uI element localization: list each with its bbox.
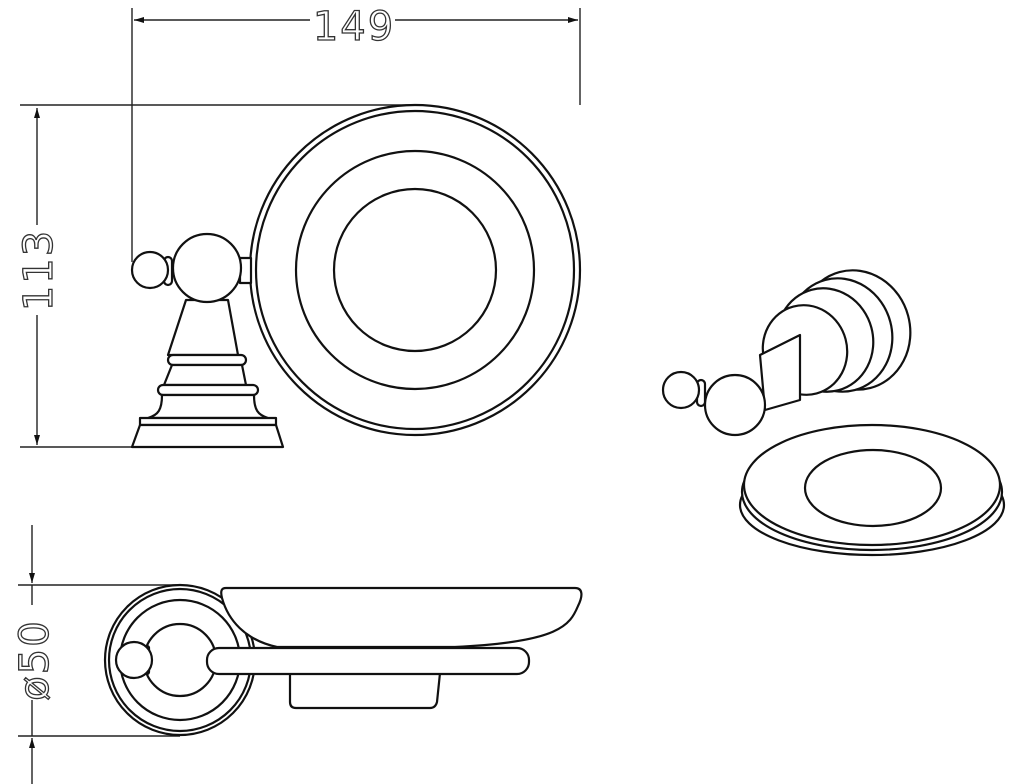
diameter-dimension-label: ø50 [12,619,58,700]
width-dimension-label: 149 [313,4,395,50]
diameter-dimension: ø50 [11,525,180,784]
isometric-view [661,269,1006,557]
height-dimension: 113 [15,104,415,448]
height-dimension-label: 113 [16,229,62,311]
front-view [130,103,582,449]
top-view [103,583,583,737]
width-dimension: 149 [131,3,581,262]
